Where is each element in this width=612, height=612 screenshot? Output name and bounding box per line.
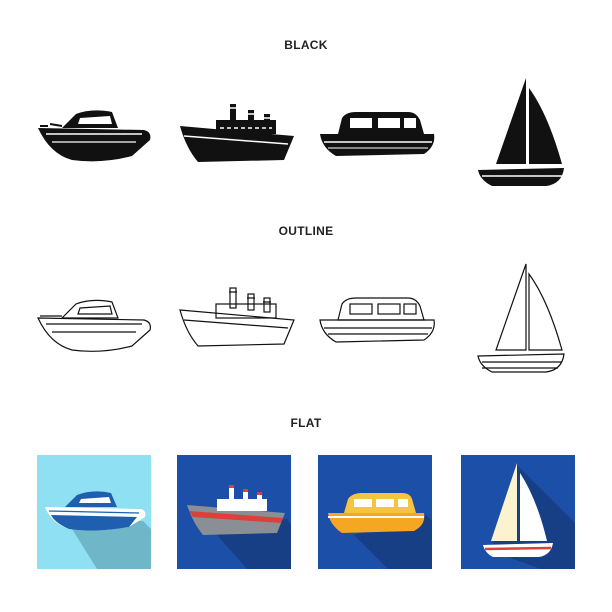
section-title-outline: OUTLINE (278, 224, 334, 238)
section-title-black: BLACK (284, 38, 328, 52)
speedboat-icon-black (38, 110, 151, 162)
section-title-flat: FLAT (290, 416, 322, 430)
cabin-boat-icon-black (320, 112, 435, 156)
cargo-ship-tile-flat (177, 455, 291, 569)
cabin-boat-icon-flat (318, 455, 432, 569)
sailboat-icon-flat (461, 455, 575, 569)
speedboat-icon-outline (37, 299, 151, 352)
cabin-boat-icon-outline (319, 297, 435, 343)
cargo-ship-icon-outline (179, 287, 295, 347)
sailboat-tile-flat (461, 455, 575, 569)
cabin-boat-tile-flat (318, 455, 432, 569)
cargo-ship-icon-flat (177, 455, 291, 569)
speedboat-tile-flat (37, 455, 151, 569)
sailboat-icon-black (478, 78, 564, 186)
cargo-ship-icon-black (180, 104, 294, 162)
sailboat-icon-outline (477, 263, 565, 373)
speedboat-icon-flat (37, 455, 151, 569)
